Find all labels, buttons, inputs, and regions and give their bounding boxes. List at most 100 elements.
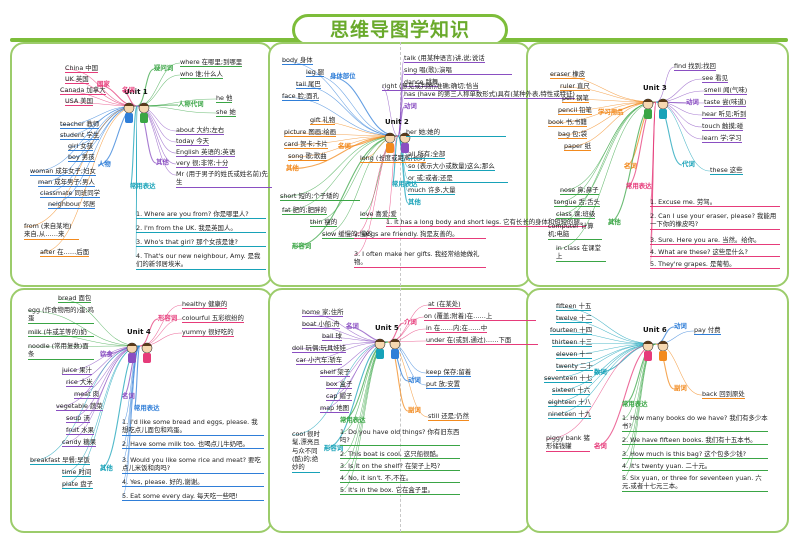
map-item: 1. Do you have old things? 你有旧东西吗? <box>340 428 460 446</box>
branch-line <box>549 330 657 345</box>
map-item: thirteen 十三 <box>552 338 593 348</box>
branch-line <box>305 72 399 137</box>
branch-line <box>545 343 657 440</box>
map-item: ball 球 <box>322 332 342 342</box>
map-item: smell 闻(气味) <box>704 86 748 96</box>
map-item: 5. They're grapes. 是葡萄。 <box>650 260 780 270</box>
map-item: map 地图 <box>320 404 350 414</box>
map-item: today 今天 <box>176 137 209 147</box>
unit-1-illustration <box>119 98 155 130</box>
branch-line <box>397 106 405 137</box>
map-item: 3. Sure. Here you are. 当然。给你。 <box>650 236 780 246</box>
branch-line <box>39 105 138 254</box>
unit-3-title: Unit 3 <box>643 84 667 92</box>
map-item: 1. Where are you from? 你是哪里人? <box>136 210 266 220</box>
branch-label: 常用表达 <box>340 416 366 424</box>
map-item: twenty 二十 <box>556 362 593 372</box>
branch-line <box>121 345 141 424</box>
map-item: pencil 铅笔 <box>558 106 592 116</box>
map-item: 1. How many books do we have? 我们有多少本书? <box>622 414 768 432</box>
branch-label: 其他 <box>608 218 621 226</box>
map-item: find 找到;找回 <box>674 62 716 72</box>
map-item: 2. Can I use your eraser, please? 我能用一下你… <box>650 212 780 230</box>
map-item: ruler 直尺 <box>560 82 590 92</box>
map-item: 1. Excuse me. 劳驾。 <box>650 198 780 208</box>
branch-label: 名词 <box>122 86 135 94</box>
branch-label: 形容词 <box>324 444 344 452</box>
map-item: soup 汤 <box>66 414 90 424</box>
branch-line <box>121 90 138 107</box>
branch-line <box>281 96 399 137</box>
map-item: 5. Six yuan, or three for seventeen yuan… <box>622 474 768 492</box>
map-item: put 放;安置 <box>426 380 460 390</box>
map-item: Mr (用于男子的姓氏或姓名前)先生 <box>176 170 272 188</box>
map-item: fruit 水果 <box>66 426 95 436</box>
map-item: all 所有;全部 <box>408 150 446 160</box>
map-item: long (长度或距离)长的 <box>360 154 426 164</box>
map-item: slow 缓慢的;慢的 <box>322 230 373 240</box>
map-item: 3. Who's that girl? 那个女孩是谁? <box>136 238 266 248</box>
map-item: healthy 健康的 <box>182 300 228 310</box>
map-item: under 在(或到,通过)……下面 <box>426 336 538 346</box>
map-item: pen 钢笔 <box>562 94 589 104</box>
branch-line <box>291 135 399 248</box>
branch-label: 形容词 <box>158 314 178 322</box>
map-item: he 他 <box>216 94 233 104</box>
map-item: neighbour 邻居 <box>48 200 96 210</box>
map-item: yummy 很好吃的 <box>182 328 234 338</box>
map-item: woman 成年女子;妇女 <box>30 167 96 177</box>
branch-label: 介词 <box>404 318 417 326</box>
map-item: English 英语的;英语 <box>176 148 236 158</box>
branch-line <box>649 101 657 266</box>
map-item: 4. No, it isn't. 不,不在。 <box>340 474 460 484</box>
branch-line <box>555 343 657 356</box>
map-item: love 喜爱;爱 <box>360 210 397 220</box>
unit-4-illustration <box>122 338 158 370</box>
page-gutter <box>400 42 401 532</box>
map-item: 2. We have fifteen books. 我们有十五本书。 <box>622 436 768 446</box>
map-item: piggy bank 猪形储钱罐 <box>546 434 590 452</box>
map-item: twelve 十二 <box>556 314 592 324</box>
map-item: home 家;住所 <box>302 308 344 318</box>
map-item: card 贺卡;卡片 <box>284 140 328 150</box>
branch-label: 学习用品 <box>598 108 624 116</box>
map-item: juice 果汁 <box>62 366 92 376</box>
map-item: nose 鼻;鼻子 <box>560 186 599 196</box>
map-item: boy 男孩 <box>68 153 95 163</box>
map-item: 4. That's our new neighbour, Amy. 是我们的新邻… <box>136 252 266 270</box>
panel-unit-1 <box>10 42 273 287</box>
map-item: leg 腿 <box>306 68 325 78</box>
branch-line <box>547 101 657 228</box>
map-item: bag 包;袋 <box>558 130 587 140</box>
unit-5-title: Unit 5 <box>375 324 399 332</box>
unit-6-title: Unit 6 <box>643 326 667 334</box>
branch-label: 人物 <box>98 160 111 168</box>
map-item: 1. It has a long body and short legs. 它有… <box>386 218 587 228</box>
map-item: so (表示大小或数量)这么;那么 <box>408 162 495 172</box>
branch-line <box>291 341 389 350</box>
branch-line <box>121 345 141 498</box>
map-item: on (覆盖;附着)在……上 <box>424 312 536 322</box>
map-item: breakfast 早餐;早饭 <box>30 456 90 466</box>
map-item: milk (牛或羊等的)奶 <box>28 328 94 338</box>
map-item: eighteen 十八 <box>548 398 592 408</box>
branch-label: 常用表达 <box>134 404 160 412</box>
map-item: taste 尝(味道) <box>704 98 747 108</box>
map-item: book 书;书籍 <box>548 118 587 128</box>
map-item: Canada 加拿大 <box>60 86 106 96</box>
branch-line <box>23 105 138 228</box>
map-item: 4. Yes, please. 好的,谢谢。 <box>122 478 264 488</box>
map-item: dance 跳舞 <box>404 78 439 88</box>
unit-6-illustration <box>638 336 674 368</box>
branch-label: 副词 <box>408 406 421 414</box>
map-item: she 她 <box>216 108 236 118</box>
branch-line <box>555 101 657 250</box>
branch-line <box>29 105 138 173</box>
map-item: talk (用某种语言)讲,说;说话 <box>404 54 485 64</box>
branch-line <box>133 345 141 410</box>
map-item: eraser 橡皮 <box>550 70 586 80</box>
branch-line <box>387 322 405 343</box>
map-item: 3. How much is this bag? 这个包多少钱? <box>622 450 768 460</box>
branch-label: 国家 <box>97 80 110 88</box>
